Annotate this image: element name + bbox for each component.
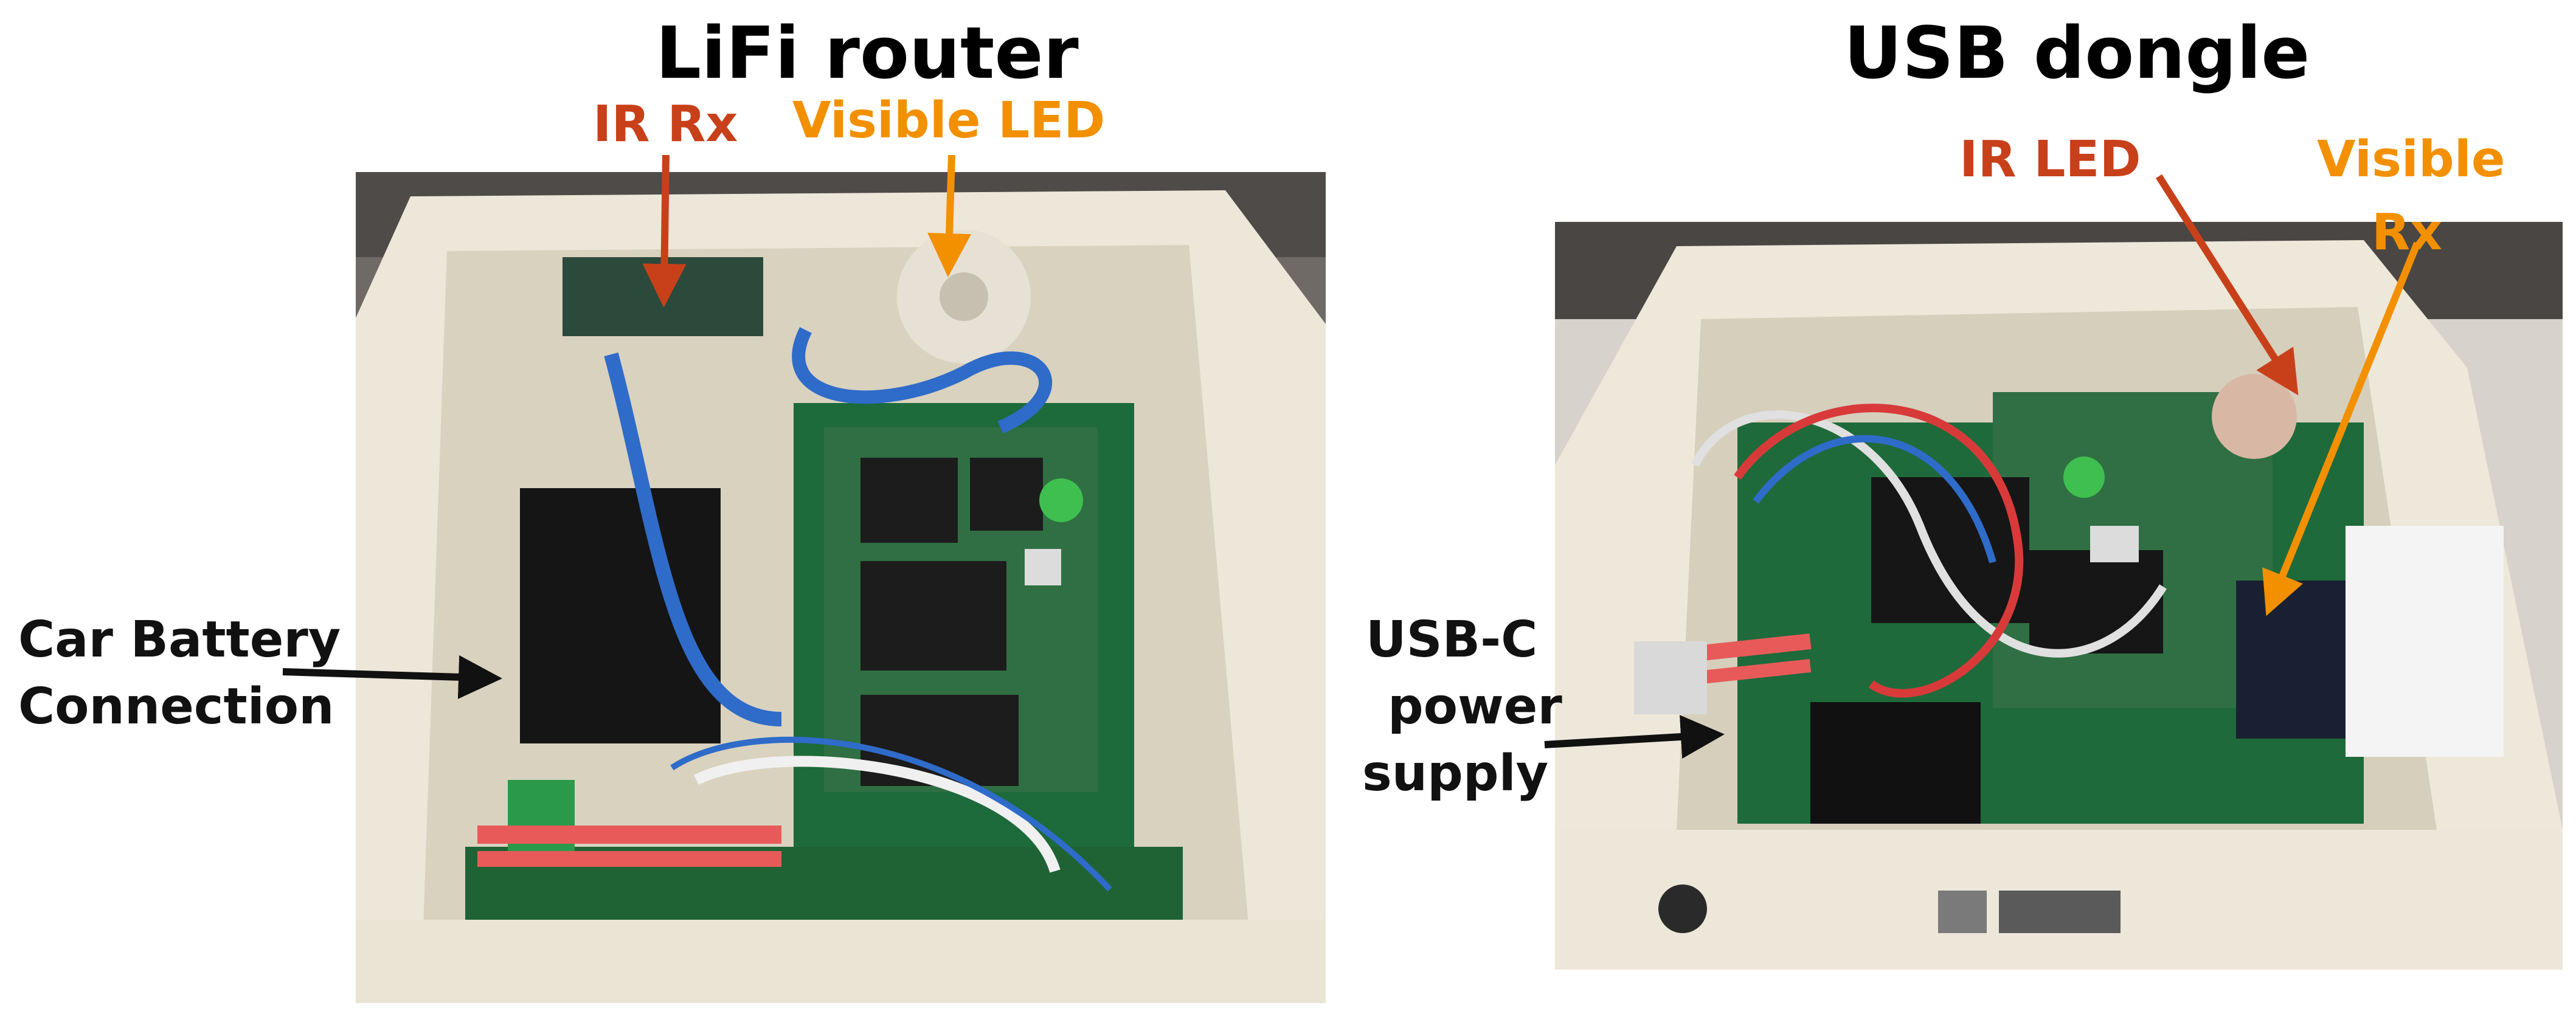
usbc-label-line3: supply [1362, 745, 1549, 802]
lifi-router-photo [356, 172, 1326, 1003]
visible-rx-label-line2: Rx [2372, 204, 2443, 261]
ir-rx-label: IR Rx [593, 95, 738, 153]
usbc-label-line2: power [1388, 678, 1562, 736]
visible-rx-label-line1: Visible [2317, 131, 2505, 188]
car-battery-label-line2: Connection [18, 678, 334, 736]
ir-led-label: IR LED [1959, 131, 2141, 188]
visible-led-label: Visible LED [792, 92, 1106, 150]
usb-dongle-photo [1555, 222, 2563, 970]
right-panel-title: USB dongle [1844, 11, 2310, 95]
car-battery-label-line1: Car Battery [18, 611, 341, 669]
left-panel-title: LiFi router [656, 11, 1079, 95]
usbc-label-line1: USB-C [1366, 611, 1538, 669]
